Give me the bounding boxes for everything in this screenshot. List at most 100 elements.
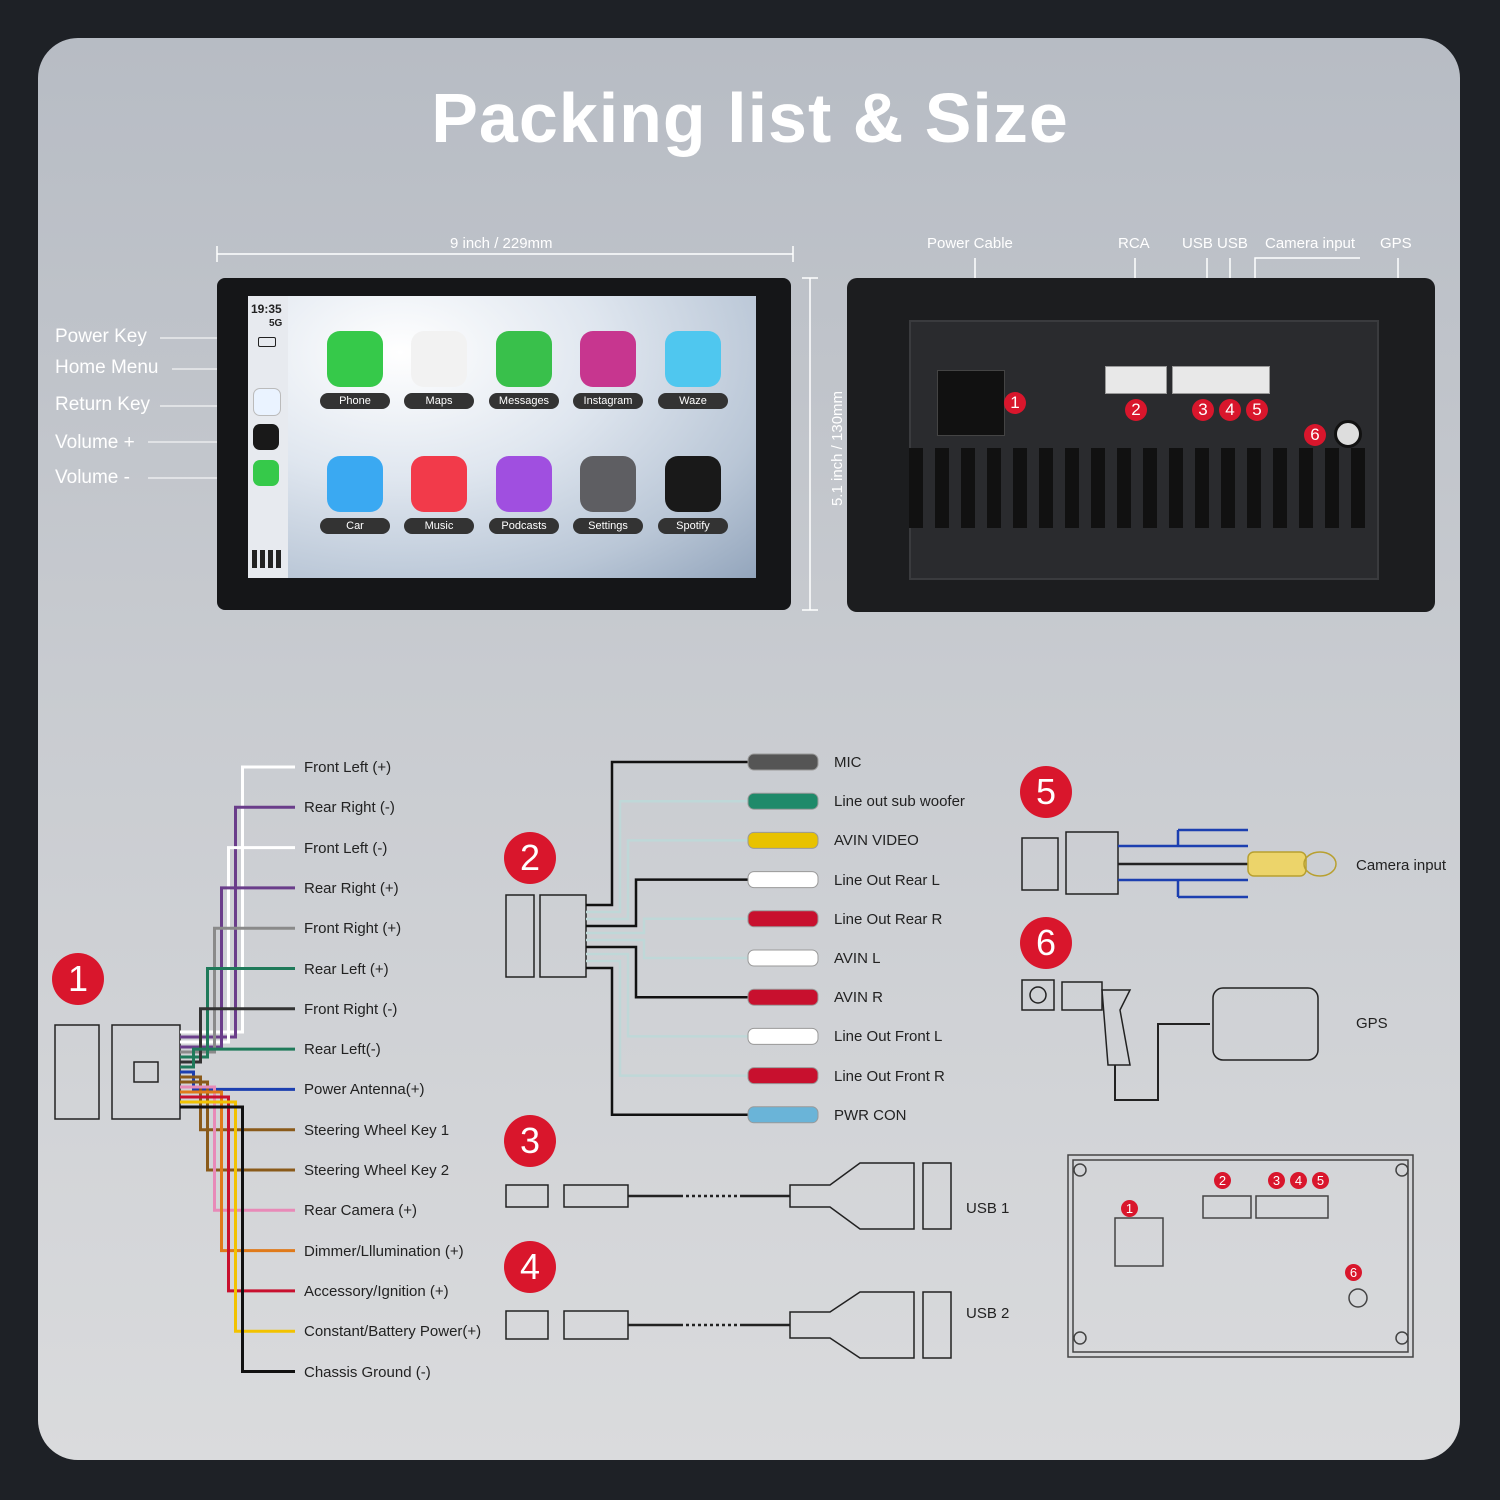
harness2-wire-label: AVIN VIDEO [834, 832, 919, 850]
harness1-wire-label: Rear Camera (+) [304, 1202, 417, 1220]
harness1-wire-label: Constant/Battery Power(+) [304, 1323, 482, 1341]
app-label-instagram: Instagram [573, 393, 643, 409]
gps-label: GPS [1380, 235, 1412, 252]
harness2-wire [586, 938, 748, 960]
app-label-phone: Phone [320, 393, 390, 409]
rca-plug [747, 910, 819, 928]
app-icon-phone[interactable] [327, 331, 383, 387]
usb1-label: USB 1 [966, 1200, 1010, 1217]
harness1-wire-label: Chassis Ground (-) [304, 1363, 431, 1381]
rca-plug [747, 871, 819, 889]
port-badge-4: 4 [1219, 399, 1241, 421]
rca-plug [747, 1106, 819, 1124]
rca-plug [747, 753, 819, 771]
harness1-wire [180, 1095, 295, 1293]
power-cable-label: Power Cable [927, 235, 1013, 252]
app-label-waze: Waze [658, 393, 728, 409]
harness1-wire [180, 1090, 295, 1253]
rca-plug [747, 1027, 819, 1045]
app-grid-icon[interactable] [252, 550, 282, 568]
harness1-wire-label: Rear Right (+) [304, 879, 399, 897]
head-unit-back [847, 278, 1435, 612]
power-key-label: Power Key [55, 326, 147, 347]
port-badge-2: 2 [1125, 399, 1147, 421]
app-label-music: Music [404, 518, 474, 534]
harness1-wire-label: Rear Left (+) [304, 960, 389, 978]
usb-camera-connectors [1172, 366, 1270, 394]
port-badge-5: 5 [1246, 399, 1268, 421]
map-badge-1: 1 [1121, 1200, 1138, 1217]
harness1-wire-label: Front Left (-) [304, 839, 388, 857]
harness2-wire [586, 945, 748, 999]
app-label-maps: Maps [404, 393, 474, 409]
usb1-badge: 3 [504, 1115, 556, 1167]
battery-icon [258, 337, 276, 347]
harness2-wire-label: Line out sub woofer [834, 793, 965, 811]
camera-input-label: Camera input [1265, 235, 1356, 252]
harness2-wire-label: Line Out Front R [834, 1067, 945, 1085]
rca-plug [747, 1067, 819, 1085]
signal-indicator: 5G [269, 318, 283, 329]
rca-connector [1105, 366, 1167, 394]
app-icon-music[interactable] [411, 456, 467, 512]
harness2-wire-label: AVIN L [834, 950, 881, 967]
harness1-wire [180, 1047, 295, 1069]
spotify-dock-icon[interactable] [253, 424, 279, 450]
app-label-spotify: Spotify [658, 518, 728, 534]
harness2-badge: 2 [504, 832, 556, 884]
harness2-wire [586, 760, 748, 907]
harness2-wire-label: AVIN R [834, 989, 883, 1007]
width-label: 9 inch / 229mm [450, 235, 553, 252]
harness1-wire-label: Steering Wheel Key 2 [304, 1162, 450, 1179]
rca-plug [747, 792, 819, 810]
port-badge-6: 6 [1304, 424, 1326, 446]
usb-label: USB USB [1182, 235, 1248, 252]
app-icon-spotify[interactable] [665, 456, 721, 512]
harness1-wire-label: Front Right (-) [304, 1000, 398, 1018]
map-badge-4: 4 [1290, 1172, 1307, 1189]
camera-input-text: Camera input [1356, 857, 1447, 874]
harness2-wire [586, 952, 748, 1038]
harness1-wire [180, 1100, 295, 1333]
gps-text: GPS [1356, 1015, 1388, 1032]
harness2-wire-label: Line Out Rear R [834, 910, 943, 928]
harness1-wire-label: Rear Right (-) [304, 799, 395, 817]
phone-dock-icon[interactable] [253, 460, 279, 486]
port-badge-3: 3 [1192, 399, 1214, 421]
harness1-wire-label: Rear Left(-) [304, 1041, 381, 1059]
harness2-wire-label: PWR CON [834, 1106, 907, 1124]
harness2-wire [586, 959, 748, 1077]
app-icon-waze[interactable] [665, 331, 721, 387]
home-menu-label: Home Menu [55, 357, 159, 378]
harness1-wire-label: Dimmer/Lllumination (+) [304, 1242, 464, 1260]
app-icon-podcasts[interactable] [496, 456, 552, 512]
harness1-wire [180, 1080, 295, 1172]
app-label-car: Car [320, 518, 390, 534]
app-icon-instagram[interactable] [580, 331, 636, 387]
usb2-label: USB 2 [966, 1305, 1010, 1322]
app-label-podcasts: Podcasts [489, 518, 559, 534]
map-badge-6: 6 [1345, 1264, 1362, 1281]
gps-port [1334, 420, 1362, 448]
harness2-wire [586, 799, 748, 914]
app-icon-messages[interactable] [496, 331, 552, 387]
page-title: Packing list & Size [431, 79, 1069, 157]
app-icon-maps[interactable] [411, 331, 467, 387]
gps-badge: 6 [1020, 917, 1072, 969]
rca-label: RCA [1118, 235, 1150, 252]
rca-plug [747, 949, 819, 967]
app-icon-car[interactable] [327, 456, 383, 512]
rca-plug [747, 831, 819, 849]
rca-plug [747, 988, 819, 1006]
map-badge-5: 5 [1312, 1172, 1329, 1189]
background-card [38, 38, 1460, 1460]
app-icon-settings[interactable] [580, 456, 636, 512]
harness1-wire [180, 1085, 295, 1212]
harness1-wire [180, 846, 295, 1044]
harness1-wire-label: Front Left (+) [304, 759, 392, 776]
harness2-wire [586, 966, 748, 1117]
maps-dock-icon[interactable] [253, 388, 281, 416]
